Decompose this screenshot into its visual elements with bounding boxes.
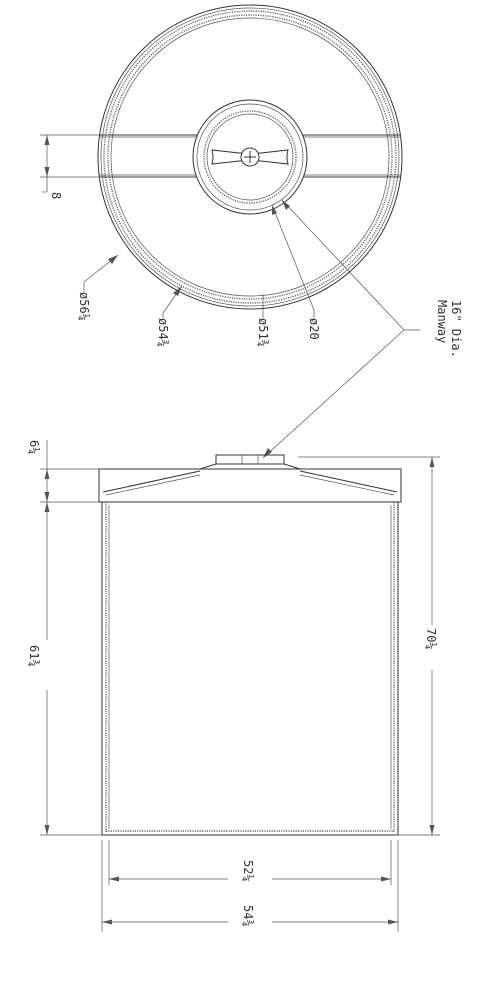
callout-arrow-bottom <box>263 448 272 458</box>
band-width-label: 8 <box>49 192 63 199</box>
lid-slope-left-2 <box>105 474 201 496</box>
inner-width-arrow-left <box>109 876 119 882</box>
manway-lid <box>203 110 297 204</box>
lid-slope-left <box>102 470 201 493</box>
manway-cap <box>215 454 285 465</box>
top-rim-ring-2 <box>100 7 400 307</box>
wall-dim-arrow-top <box>44 502 50 512</box>
dia-inner-label: ø51¾ <box>256 318 270 347</box>
callout-leader-top <box>281 199 420 331</box>
manway-ring <box>196 103 304 211</box>
lid-slope-right-2 <box>299 474 395 496</box>
overall-dim-arrow-bottom <box>429 825 435 835</box>
overall-height-label: 70¼ <box>424 628 438 650</box>
manway-cap-step-right <box>283 463 301 470</box>
manway-cap-step-left <box>199 463 217 470</box>
top-outer-rim <box>97 4 403 310</box>
callout-line2: Manway <box>435 300 449 343</box>
wall-dim-arrow-bottom <box>44 825 50 835</box>
lid-dim-arrow-top <box>44 469 50 479</box>
outer-width-label: 54¾ <box>241 905 255 927</box>
dia-outer-arrow <box>108 255 118 264</box>
lid-height-label: 6¼ <box>27 440 41 454</box>
dia-outer-leader <box>83 254 119 292</box>
top-rim-ring-3 <box>103 10 397 304</box>
band-dim-arrow-bottom <box>44 167 50 177</box>
tank-body-outer <box>101 501 399 836</box>
lid-dim-arrow-bottom <box>44 492 50 502</box>
overall-dim-arrow-top <box>429 457 435 467</box>
callout-arrow-top <box>282 200 290 210</box>
top-rim-ring-5 <box>110 17 390 297</box>
manway-handle <box>211 149 289 165</box>
dia-manway-label: ø20 <box>307 318 321 340</box>
manway-callout: 16" Dia. Manway <box>262 199 463 459</box>
manway-lid-inner <box>206 113 294 201</box>
inner-width-arrow-right <box>381 876 391 882</box>
dia-outer-label: ø56¼ <box>77 292 91 321</box>
wall-height-label: 61¾ <box>27 645 41 667</box>
outer-width-arrow-right <box>388 919 398 925</box>
top-view: 8 ø56¼ ø54¾ ø51¾ ø20 <box>40 4 403 347</box>
dia-manway-arrow <box>272 205 277 215</box>
outer-width-arrow-left <box>102 919 112 925</box>
band-dim-arrow-top <box>44 135 50 145</box>
callout-line1: 16" Dia. <box>449 300 463 358</box>
callout-leader-bottom <box>262 329 405 459</box>
lid-band <box>98 468 402 503</box>
dia-tank-label: ø54¾ <box>156 318 170 347</box>
inner-width-label: 52¼ <box>241 860 255 882</box>
dia-manway-leader <box>271 204 315 318</box>
side-view: 6¼ 61¾ 70¼ 52¼ 54¾ <box>27 440 440 932</box>
lid-slope-right <box>299 470 398 493</box>
dia-tank-leader <box>162 285 183 318</box>
top-rim-ring-4 <box>107 14 393 300</box>
dia-tank-arrow <box>173 286 182 296</box>
